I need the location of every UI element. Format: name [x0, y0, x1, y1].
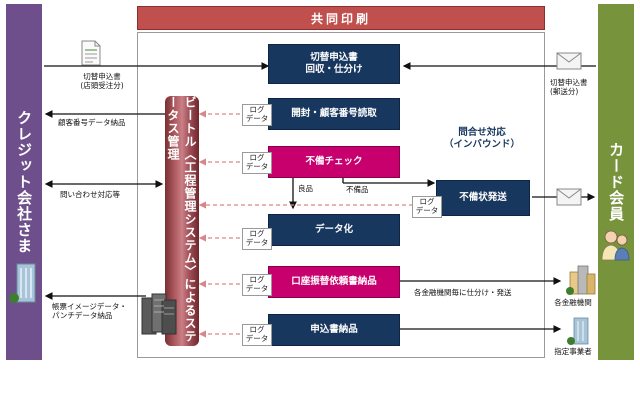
label-inquiry-handling: 問い合わせ対応等 [60, 190, 120, 199]
envelope-icon-2 [556, 188, 582, 206]
label-sort-ship: 各金融機関毎に仕分け・発送 [414, 288, 512, 297]
log-data-2: ログ データ [242, 152, 272, 174]
log-data-4: ログ データ [242, 228, 272, 250]
box-defect-check: 不備チェック [268, 146, 400, 178]
label-banks: 各金融機関 [554, 298, 592, 307]
label-mail: 切替申込書 (郵送分) [550, 78, 588, 97]
label-defective: 不備品 [346, 185, 369, 194]
label-vendor: 指定事業者 [554, 347, 592, 356]
box-open: 開封・顧客番号読取 [268, 98, 400, 130]
cylinder-title: ビートル〈工程管理システム〉によるステータス管理 [166, 96, 197, 343]
box-collect: 切替申込書 回収・仕分け [268, 44, 400, 84]
log-data-3: ログ データ [412, 196, 442, 218]
header-title: 共同印刷 [310, 11, 371, 26]
inquiry-inbound: 問合せ対応 （インバウンド） [443, 126, 520, 150]
office-building-icon [567, 317, 589, 345]
building-icon [9, 263, 36, 303]
right-column-title: カード会員 [607, 142, 626, 222]
bank-buildings-icon [566, 265, 596, 295]
label-customer-no: 顧客番号データ納品 [58, 118, 126, 127]
right-column-card-member: カード会員 [598, 4, 634, 360]
header-banner: 共同印刷 [137, 6, 545, 30]
label-image-data: 帳票イメージデータ・ パンチデータ納品 [52, 302, 127, 321]
people-icon [601, 230, 630, 261]
left-column-title: クレジット会社さま [15, 110, 34, 254]
label-store: 切替申込書 (店頭受注分) [80, 72, 124, 91]
document-icon [81, 40, 101, 66]
box-deliver: 申込書納品 [268, 314, 400, 346]
log-data-1: ログ データ [242, 104, 272, 126]
envelope-icon [556, 52, 582, 70]
log-data-6: ログ データ [242, 324, 272, 346]
label-good: 良品 [298, 184, 313, 193]
log-data-5: ログ データ [242, 274, 272, 296]
box-data: データ化 [268, 214, 400, 246]
box-transfer: 口座振替依頼書納品 [268, 266, 400, 298]
server-icon [141, 293, 177, 335]
box-defect-ship: 不備状発送 [436, 180, 530, 216]
